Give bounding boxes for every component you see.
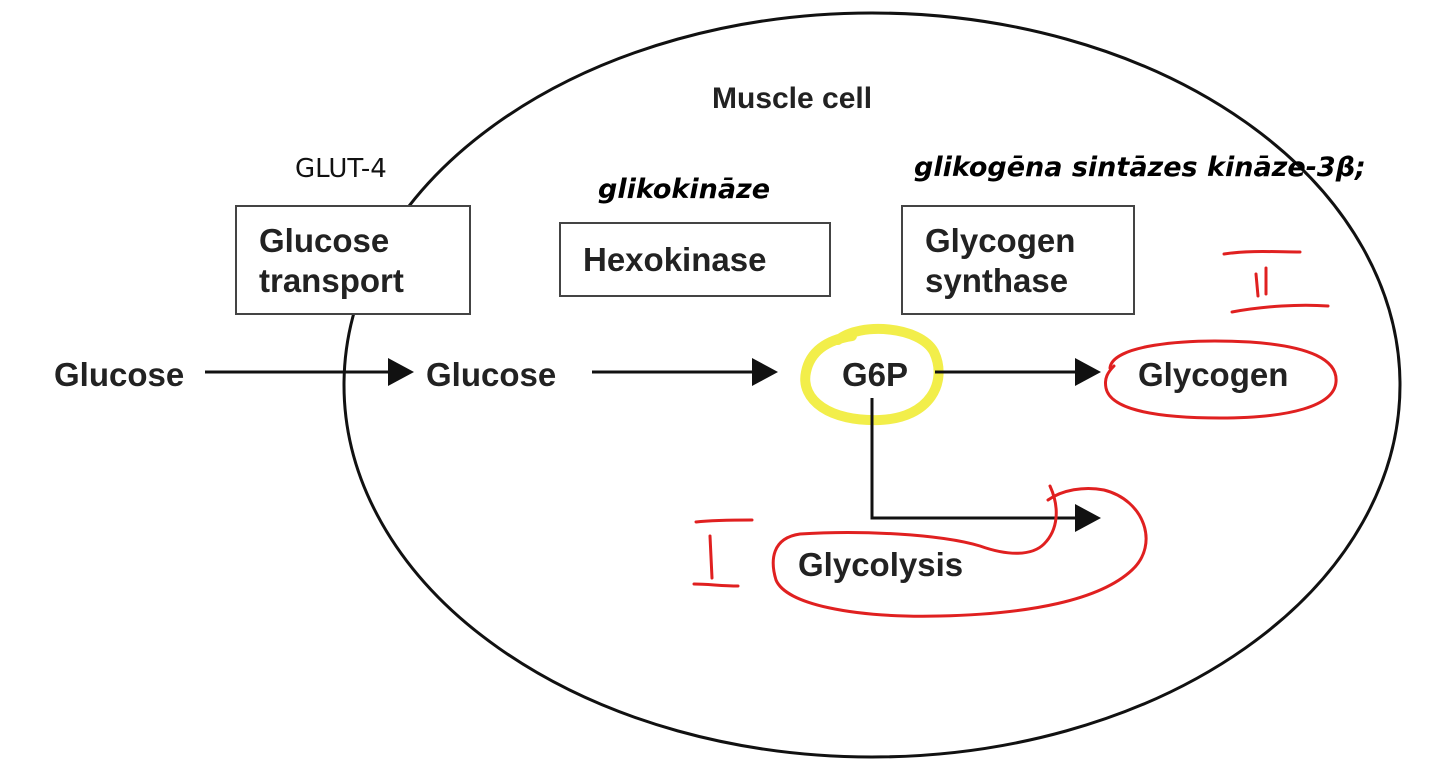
arrowhead-glycolysis — [1075, 504, 1101, 532]
arrow-glycolysis — [870, 398, 1075, 520]
gsk3b-lv-label: glikogēna sintāzes kināze-3β; — [914, 152, 1366, 183]
hexokinase-lv-label: glikokināze — [598, 174, 771, 205]
transporter-label: GLUT-4 — [295, 154, 387, 184]
glucose-transport-box: Glucose transport — [235, 205, 471, 315]
roman-two-annotation — [1222, 250, 1330, 314]
glucose-inside-node: Glucose — [426, 356, 557, 393]
glucose-transport-line-1: Glucose — [259, 222, 390, 259]
glycogen-annotation-circle — [1104, 339, 1338, 420]
glycogen-synthase-line-1: Glycogen — [925, 222, 1076, 259]
g6p-node: G6P — [842, 356, 909, 393]
cell-membrane — [342, 11, 1402, 759]
arrowhead-glucose-transport — [388, 358, 414, 386]
hexokinase-box: Hexokinase — [559, 222, 831, 297]
glucose-outside-node: Glucose — [54, 356, 185, 393]
arrowhead-hexokinase — [752, 358, 778, 386]
glycogen-synthase-box: Glycogen synthase — [901, 205, 1135, 315]
glycolysis-annotation-circle — [771, 484, 1148, 618]
g6p-highlight-circle — [800, 324, 944, 426]
cell-title: Muscle cell — [712, 82, 873, 115]
glycogen-node: Glycogen — [1138, 356, 1289, 393]
roman-one-annotation — [692, 518, 754, 588]
glucose-transport-line-2: transport — [259, 262, 404, 299]
hexokinase-box-label: Hexokinase — [583, 241, 767, 278]
glycogen-synthase-line-2: synthase — [925, 262, 1069, 299]
glycolysis-node: Glycolysis — [798, 546, 964, 583]
arrowhead-glycogen-synthase — [1075, 358, 1101, 386]
